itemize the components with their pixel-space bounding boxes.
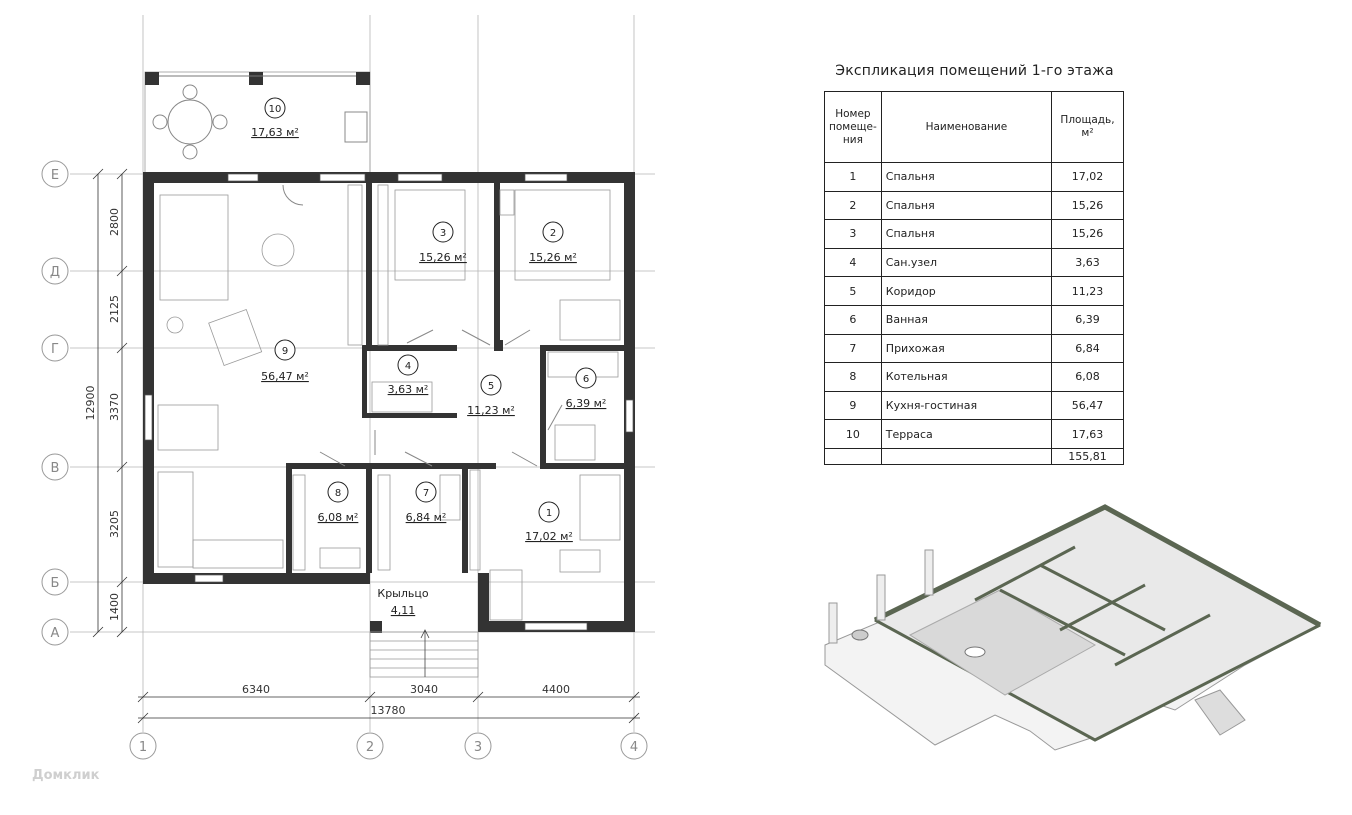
room-number: 10 <box>269 104 282 115</box>
axis-marker-B: Б <box>41 568 69 596</box>
room-6-label: 6 6,39 м² <box>566 367 607 410</box>
room-area: 11,23 м² <box>467 404 515 417</box>
doors <box>282 184 563 467</box>
room-area: 6,39 м² <box>566 397 607 410</box>
room-area: 15,26 м² <box>419 251 467 264</box>
room-area: 17,63 м² <box>251 126 299 139</box>
room-8-label: 8 6,08 м² <box>318 481 359 524</box>
axis-markers-letters: Е Д Г В Б А <box>41 160 69 646</box>
axis-number: 3 <box>474 740 482 755</box>
axis-marker-A: А <box>41 618 69 646</box>
porch-label: Крыльцо <box>377 587 428 600</box>
interior-walls <box>286 183 624 573</box>
horizontal-dimensions <box>137 691 640 724</box>
dim-label: 6340 <box>242 683 270 696</box>
room-7-label: 7 6,84 м² <box>406 481 447 524</box>
floor-plan: Е Д Г В Б А 1 2 3 4 2800 2125 3370 3205 … <box>41 15 655 760</box>
axis-markers-numbers: 1 2 3 4 <box>129 732 648 760</box>
room-area: 6,08 м² <box>318 511 359 524</box>
room-number: 3 <box>440 228 446 239</box>
table-header-row: Номер помеще-ния Наименование Площадь, м… <box>824 91 1124 163</box>
axis-marker-G: Г <box>41 334 69 362</box>
dim-label: 2125 <box>108 295 121 323</box>
dim-total-horizontal: 13780 <box>371 704 406 717</box>
room-area: 3,63 м² <box>388 383 429 396</box>
watermark: Домклик <box>32 768 100 783</box>
room-4-label: 4 3,63 м² <box>388 354 429 396</box>
room-number: 1 <box>546 508 552 519</box>
axis-number: 1 <box>139 740 147 755</box>
room-area: 56,47 м² <box>261 370 309 383</box>
col-header-name: Наименование <box>880 91 1053 163</box>
porch <box>369 629 479 678</box>
axis-letter: Б <box>51 576 60 591</box>
axis-number: 4 <box>630 740 638 755</box>
room-2-label: 2 15,26 м² <box>529 221 577 264</box>
room-number: 7 <box>423 488 429 499</box>
room-3-label: 3 15,26 м² <box>419 221 467 264</box>
axis-number: 2 <box>366 740 374 755</box>
dim-label: 3040 <box>410 683 438 696</box>
axis-marker-E: Е <box>41 160 69 188</box>
room-number: 9 <box>282 346 288 357</box>
room-area: 17,02 м² <box>525 530 573 543</box>
col-header-area: Площадь, м² <box>1051 91 1124 163</box>
room-area: 6,84 м² <box>406 511 447 524</box>
vertical-dimensions <box>92 168 128 638</box>
axis-letter: Е <box>51 168 59 183</box>
windows <box>144 173 634 631</box>
exterior-walls <box>143 172 635 633</box>
dim-label: 2800 <box>108 208 121 236</box>
room-number: 8 <box>335 488 341 499</box>
axis-marker-D: Д <box>41 257 69 285</box>
dim-label: 3205 <box>108 510 121 538</box>
dim-label: 4400 <box>542 683 570 696</box>
col-header-number: Номер помеще-ния <box>824 91 882 163</box>
axis-letter: В <box>51 461 60 476</box>
room-number: 5 <box>488 381 494 392</box>
axis-letter: Г <box>51 342 59 357</box>
horizontal-dimension-labels: 6340 3040 4400 13780 <box>242 683 570 717</box>
room-number: 6 <box>583 374 589 385</box>
room-10-label: 10 17,63 м² <box>251 97 299 139</box>
vertical-dimension-labels: 2800 2125 3370 3205 1400 12900 <box>84 208 121 621</box>
axis-letter: А <box>51 626 60 641</box>
table-title: Экспликация помещений 1-го этажа <box>835 63 1114 79</box>
iso-house <box>824 504 1322 751</box>
room-labels: 10 17,63 м² 3 15,26 м² 2 15,26 м² 9 56,47 м²… <box>251 97 607 617</box>
room-area: 15,26 м² <box>529 251 577 264</box>
room-number: 4 <box>405 361 411 372</box>
table-total-row: 155,81 <box>824 447 1124 465</box>
porch-area: 4,11 <box>391 604 416 617</box>
axis-letter: Д <box>50 265 60 280</box>
total-area: 155,81 <box>1051 447 1124 465</box>
dim-total-vertical: 12900 <box>84 386 97 421</box>
room-schedule-table: Номер помеще-ния Наименование Площадь, м… <box>824 91 1124 465</box>
dim-label: 1400 <box>108 593 121 621</box>
furniture <box>157 184 621 621</box>
room-9-label: 9 56,47 м² <box>261 339 309 383</box>
axis-marker-V: В <box>41 453 69 481</box>
room-5-label: 5 11,23 м² <box>467 374 515 417</box>
room-number: 2 <box>550 228 556 239</box>
room-1-label: 1 17,02 м² <box>525 501 573 543</box>
terrace <box>144 71 371 175</box>
isometric-view <box>824 504 1322 751</box>
dim-label: 3370 <box>108 393 121 421</box>
